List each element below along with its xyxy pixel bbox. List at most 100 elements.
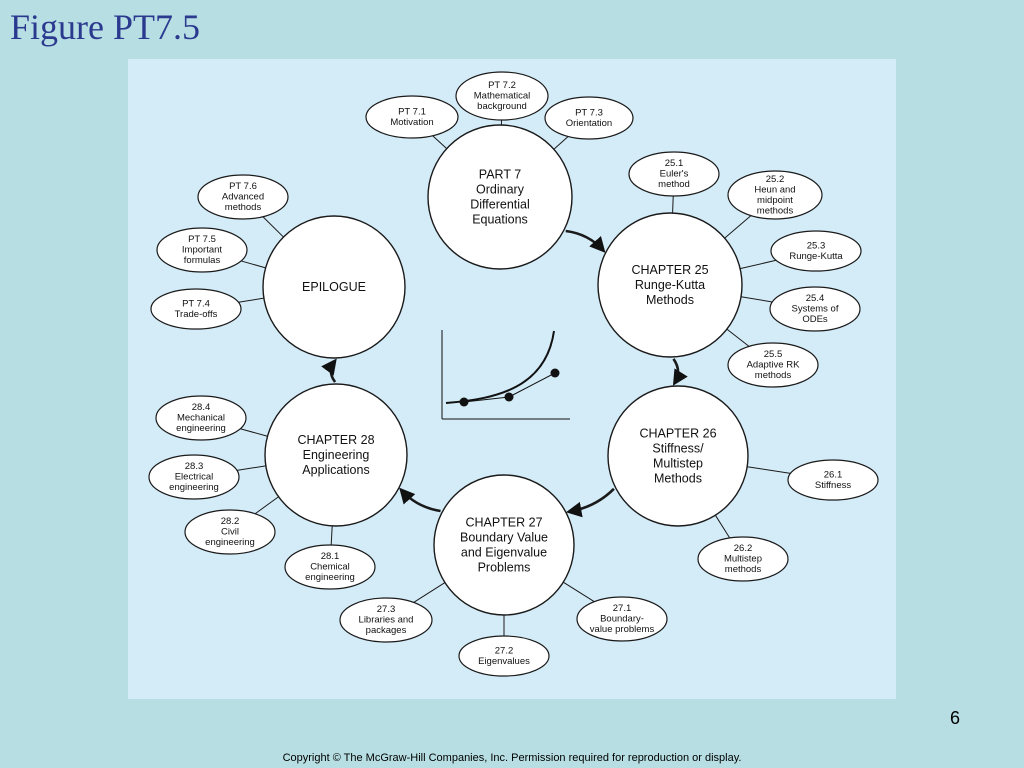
main-node-ch26-line-1: CHAPTER 26	[639, 427, 716, 441]
subtopic-pt71-line-1: PT 7.1	[398, 106, 426, 117]
subtopic-ellipse	[544, 96, 634, 140]
connector-s273	[413, 582, 446, 603]
subtopic-s281-line-3: engineering	[305, 572, 355, 583]
subtopic-s255-line-2: Adaptive RK	[747, 360, 800, 371]
connector-s282	[254, 496, 279, 515]
main-node-ch28-line-1: CHAPTER 28	[297, 433, 374, 447]
main-node-ch27-line-1: CHAPTER 27	[465, 516, 542, 530]
subtopic-s252-line-1: 25.2	[766, 174, 785, 185]
subtopic-pt76-line-2: Advanced	[222, 192, 264, 203]
subtopic-s282-line-3: engineering	[205, 537, 255, 548]
subtopic-pt71-line-2: Motivation	[390, 117, 433, 128]
main-node-ch27-line-4: Problems	[478, 561, 531, 575]
connector-pt73	[553, 136, 569, 150]
subtopic-ellipse	[148, 454, 240, 500]
subtopic-pt75-line-3: formulas	[184, 255, 221, 266]
subtopic-s271-line-2: Boundary-	[600, 614, 644, 625]
main-node-part7-line-4: Equations	[472, 213, 528, 227]
subtopic-s252-line-4: methods	[757, 205, 794, 216]
subtopic-s283-line-1: 28.3	[185, 461, 204, 472]
subtopic-pt76-line-3: methods	[225, 202, 262, 213]
subtopic-pt73-line-2: Orientation	[566, 118, 612, 129]
connector-pt74	[238, 297, 264, 303]
connector-s254	[740, 296, 773, 303]
subtopic-s261-line-1: 26.1	[824, 469, 843, 480]
flow-arrow-part7-to-ch25	[565, 229, 606, 253]
subtopic-s271-line-3: value problems	[590, 624, 655, 635]
subtopic-pt76-line-1: PT 7.6	[229, 181, 257, 192]
graph-point-3	[550, 368, 560, 378]
subtopic-ellipse	[769, 286, 861, 332]
subtopic-ellipse	[150, 288, 242, 330]
connector-pt71	[432, 135, 448, 149]
main-node-ch25-line-1: CHAPTER 25	[631, 263, 708, 277]
subtopic-s281-line-1: 28.1	[321, 551, 340, 562]
subtopic-s272-line-2: Eigenvalues	[478, 656, 530, 667]
flow-arrow-ch28-to-epilogue	[321, 358, 337, 383]
main-node-ch26-line-4: Methods	[654, 472, 702, 486]
connector-s255	[726, 328, 750, 347]
main-node-ch26-line-2: Stiffness/	[652, 442, 704, 456]
subtopic-pt74-line-1: PT 7.4	[182, 298, 210, 309]
subtopic-s284-line-2: Mechanical	[177, 413, 225, 424]
subtopic-s282-line-2: Civil	[221, 527, 239, 538]
subtopic-pt75-line-2: Important	[182, 245, 222, 256]
subtopic-s284-line-1: 28.4	[192, 402, 211, 413]
flow-arrow-ch25-to-ch26	[672, 358, 688, 386]
subtopic-s252-line-2: Heun and	[754, 184, 795, 195]
subtopic-s254-line-3: ODEs	[802, 314, 828, 325]
subtopic-s252-line-3: midpoint	[757, 195, 793, 206]
main-node-part7-line-2: Ordinary	[476, 183, 525, 197]
graph-point-2	[504, 392, 514, 402]
subtopic-s283-line-2: Electrical	[175, 472, 214, 483]
subtopic-pt73-line-1: PT 7.3	[575, 107, 603, 118]
subtopic-s253-line-2: Runge-Kutta	[789, 251, 843, 262]
main-node-circle	[262, 215, 406, 359]
subtopic-ellipse	[155, 395, 247, 441]
subtopic-s251-line-3: method	[658, 179, 690, 190]
graph-tangent-2	[508, 372, 556, 398]
graph-tangent-1	[463, 396, 510, 403]
subtopic-ellipse	[284, 544, 376, 590]
subtopic-pt75-line-1: PT 7.5	[188, 234, 216, 245]
slide-number: 6	[950, 708, 961, 728]
subtopic-pt74-line-2: Trade-offs	[175, 309, 218, 320]
subtopic-ellipse	[197, 174, 289, 220]
subtopic-ellipse	[365, 95, 459, 139]
flow-arrow-ch26-to-ch27	[565, 487, 615, 518]
connector-s261	[747, 466, 791, 474]
subtopic-s254-line-1: 25.4	[806, 293, 825, 304]
flow-arrow-layer	[321, 229, 688, 518]
subtopic-ellipse	[697, 536, 789, 582]
connector-s262	[714, 514, 731, 539]
main-node-ch28-line-3: Applications	[302, 463, 369, 477]
subtopic-s253-line-1: 25.3	[807, 240, 826, 251]
subtopic-s255-line-1: 25.5	[764, 349, 783, 360]
connector-s252	[724, 215, 752, 239]
subtopic-pt72-line-3: background	[477, 101, 527, 112]
subtopic-s262-line-2: Multistep	[724, 554, 762, 565]
main-node-circle	[427, 124, 573, 270]
connector-layer	[236, 119, 791, 636]
subtopic-ellipse	[455, 71, 549, 121]
